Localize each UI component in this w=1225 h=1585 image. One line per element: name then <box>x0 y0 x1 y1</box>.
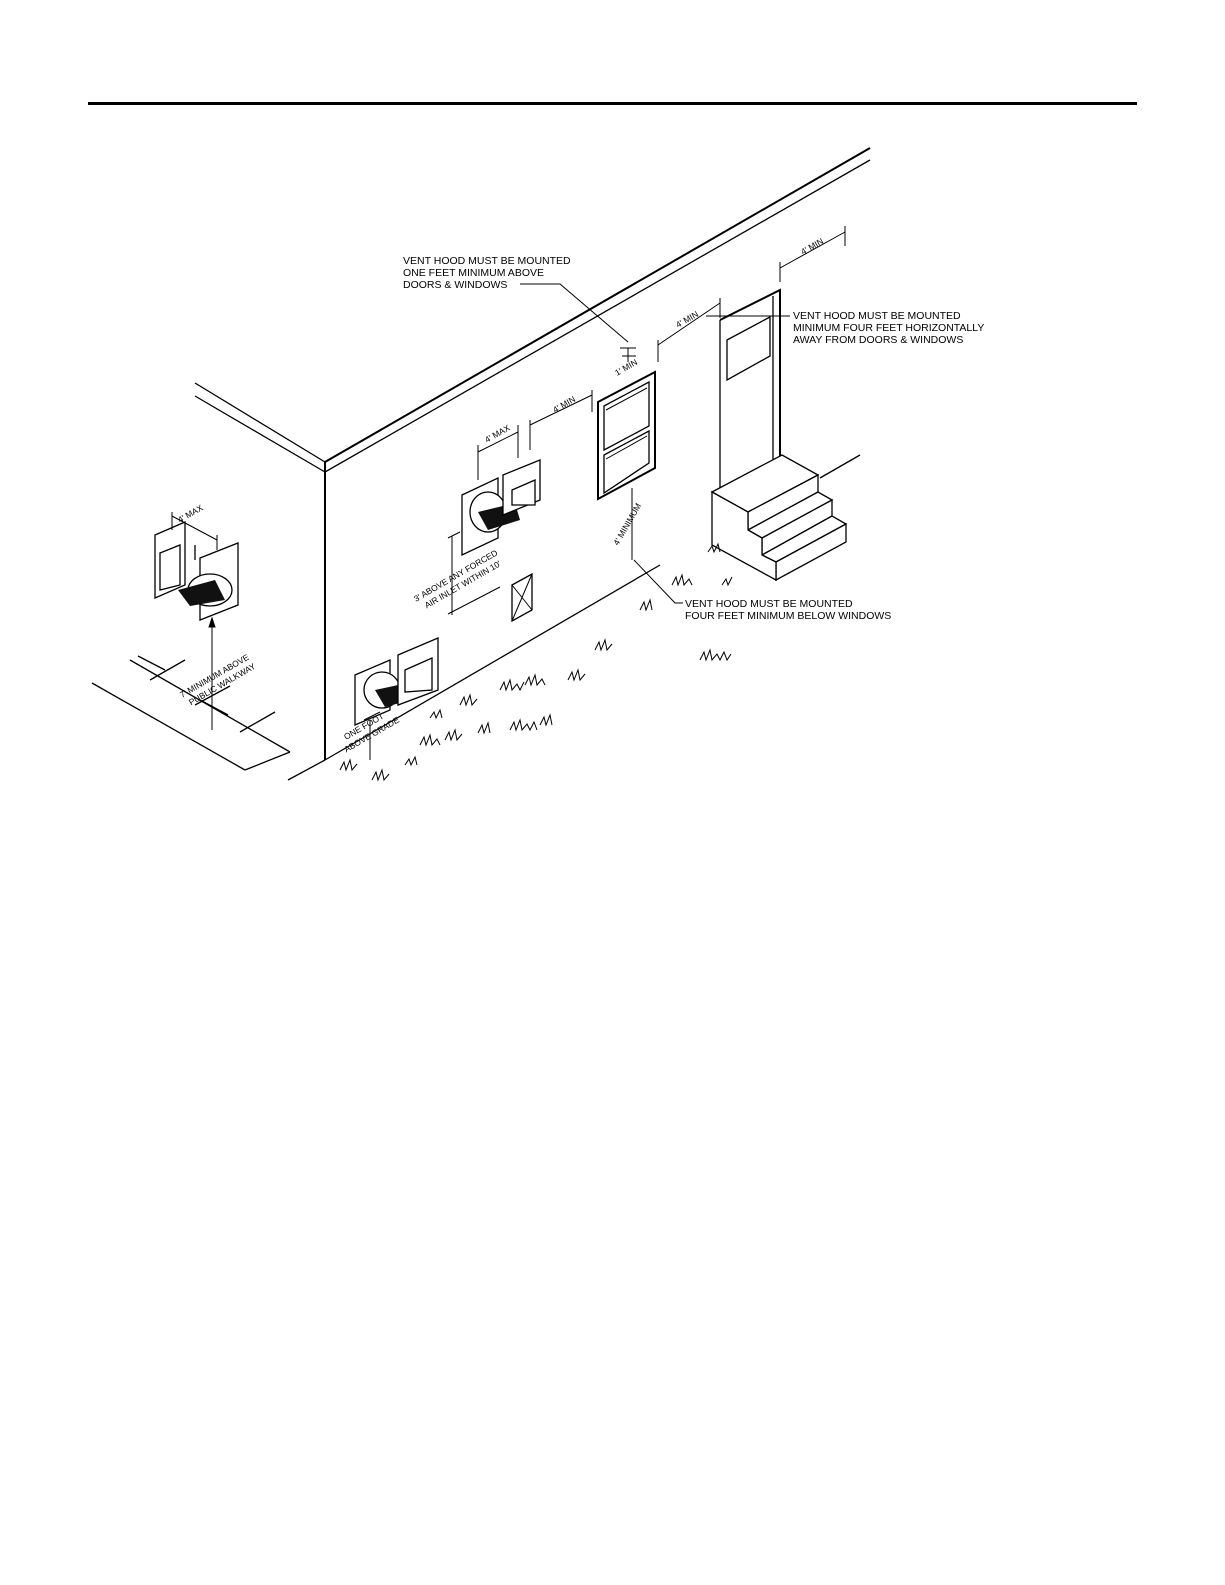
dim-max-left: 4' MAX <box>176 502 205 524</box>
label-horizontal-3: AWAY FROM DOORS & WINDOWS <box>793 334 963 346</box>
dim-max-middle: 4' MAX <box>483 422 512 444</box>
vent-hood-pair-bottom <box>354 637 439 726</box>
label-below-windows-1: VENT HOOD MUST BE MOUNTED <box>685 598 853 610</box>
label-above-doors-2: ONE FEET MINIMUM ABOVE <box>403 267 544 279</box>
dim-min-top: 4' MIN <box>799 236 825 257</box>
vent-hood-pair-middle <box>461 459 541 557</box>
door <box>719 288 781 490</box>
dimension-lines <box>171 226 846 760</box>
grass-tufts <box>339 542 733 782</box>
label-horizontal-1: VENT HOOD MUST BE MOUNTED <box>793 310 961 322</box>
entry-steps <box>710 454 848 582</box>
dim-minimum-vertical: 4' MINIMUM <box>611 501 643 547</box>
dim-min-middle: 4' MIN <box>551 394 577 415</box>
dim-min-door: 4' MIN <box>674 309 700 330</box>
label-below-windows-2: FOUR FEET MINIMUM BELOW WINDOWS <box>685 610 891 622</box>
header-rule <box>88 102 1137 105</box>
label-above-doors-3: DOORS & WINDOWS <box>403 279 507 291</box>
dim-one-foot-min: 1' MIN <box>613 357 639 378</box>
vent-hood-pair-left <box>154 521 239 621</box>
label-horizontal-2: MINIMUM FOUR FEET HORIZONTALLY <box>793 322 984 334</box>
window <box>597 370 656 501</box>
forced-air-inlet <box>511 572 533 623</box>
label-above-doors-1: VENT HOOD MUST BE MOUNTED <box>403 255 571 267</box>
public-walkway <box>91 655 291 771</box>
